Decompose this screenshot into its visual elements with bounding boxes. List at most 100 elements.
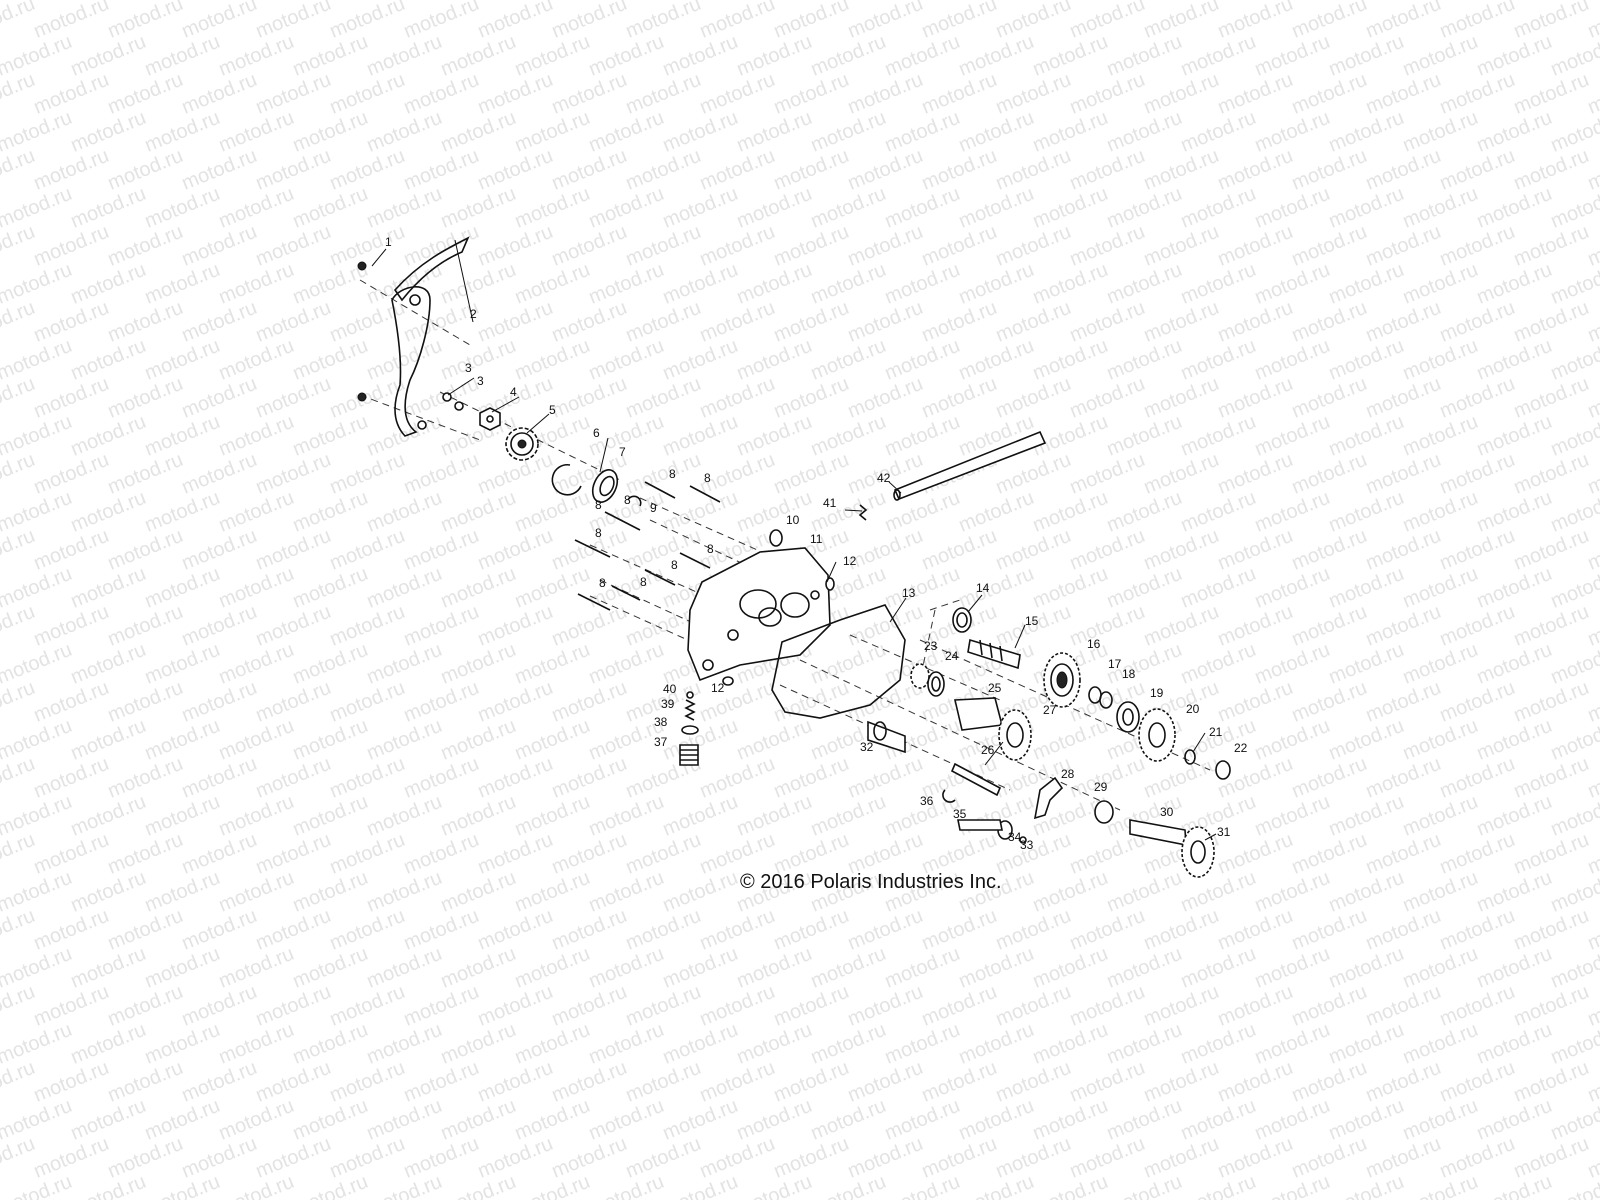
callout-6: 6 <box>593 426 600 440</box>
assembly-line <box>639 497 781 561</box>
leader-line <box>1204 833 1217 841</box>
assembly-line <box>799 659 1121 811</box>
callout-23: 23 <box>924 639 938 653</box>
callout-29: 29 <box>1094 780 1108 794</box>
leader-line <box>599 437 609 473</box>
callout-10: 10 <box>786 513 800 527</box>
callout-24: 24 <box>945 649 959 663</box>
callout-27: 27 <box>1043 703 1057 717</box>
assembly-line <box>589 544 761 621</box>
ring-part-18 <box>1099 691 1113 709</box>
shift-rod-part-42 <box>893 430 1047 501</box>
seal-part-7 <box>591 469 619 503</box>
leader-line <box>371 248 387 267</box>
callout-8: 8 <box>624 493 631 507</box>
callout-8: 8 <box>595 498 602 512</box>
leader-line <box>844 509 863 512</box>
callout-7: 7 <box>619 445 626 459</box>
dowel-part-10 <box>769 529 783 547</box>
callout-39: 39 <box>661 697 675 711</box>
callout-16: 16 <box>1087 637 1101 651</box>
callout-8: 8 <box>707 542 714 556</box>
snap-ring-part-6 <box>551 463 582 496</box>
callout-5: 5 <box>549 403 556 417</box>
rod-part-26 <box>950 762 1002 797</box>
callout-17: 17 <box>1108 657 1122 671</box>
bearing-part-29 <box>1094 800 1114 824</box>
callout-3: 3 <box>477 374 484 388</box>
case-housing-part-11 <box>687 547 831 682</box>
callout-31: 31 <box>1217 825 1231 839</box>
leader-line <box>888 481 902 494</box>
callout-25: 25 <box>988 681 1002 695</box>
callout-15: 15 <box>1025 614 1039 628</box>
ball-part-33 <box>1019 836 1027 844</box>
callout-2: 2 <box>470 307 477 321</box>
detent-assembly-part-37-40 <box>679 691 699 766</box>
callout-33: 33 <box>1020 838 1034 852</box>
callout-26: 26 <box>981 743 995 757</box>
callout-20: 20 <box>1186 702 1200 716</box>
callout-3: 3 <box>465 361 472 375</box>
gear-part-31 <box>1181 826 1215 878</box>
bolt-part-3 <box>442 392 464 411</box>
callout-9: 9 <box>650 501 657 515</box>
bolt-part-8 <box>574 481 721 611</box>
leader-line <box>984 741 1004 766</box>
callout-8: 8 <box>595 526 602 540</box>
shaft-part-25 <box>954 697 1004 731</box>
callout-18: 18 <box>1122 667 1136 681</box>
callout-8: 8 <box>599 576 606 590</box>
assembly-line <box>929 599 961 611</box>
shift-drum-part-32 <box>867 720 906 754</box>
callout-22: 22 <box>1234 741 1248 755</box>
ring-part-21 <box>1184 749 1196 765</box>
gear-part-20 <box>1138 708 1176 762</box>
leader-line <box>447 377 475 396</box>
callout-37: 37 <box>654 735 668 749</box>
callout-12: 12 <box>711 681 725 695</box>
sleeve-part-19 <box>1116 701 1140 733</box>
callout-11: 11 <box>810 532 823 546</box>
leader-line <box>1192 732 1206 753</box>
callout-labels: 1 2 3 3 4 5 6 7 8 8 8 8 8 8 8 8 8 9 10 1… <box>385 235 1248 852</box>
callout-13: 13 <box>902 586 916 600</box>
leader-line <box>889 597 907 623</box>
leader-line <box>967 594 983 613</box>
callout-8: 8 <box>669 467 676 481</box>
callout-28: 28 <box>1061 767 1075 781</box>
leader-line <box>826 561 837 583</box>
gear-part-27 <box>998 709 1032 761</box>
nut-part-4 <box>479 407 501 431</box>
callout-21: 21 <box>1209 725 1223 739</box>
bushing-part-22 <box>1215 760 1231 780</box>
bearing-part-14 <box>952 607 972 633</box>
copyright-notice: © 2016 Polaris Industries Inc. <box>740 871 1002 893</box>
shaft-part-15 <box>967 638 1021 670</box>
sprocket-part-5 <box>505 427 539 461</box>
leader-line <box>526 413 550 434</box>
dowel-pin-part-12 <box>722 577 835 686</box>
callout-36: 36 <box>920 794 934 808</box>
parts-artwork <box>357 236 1231 878</box>
gasket-part-13 <box>771 604 906 719</box>
callout-40: 40 <box>663 682 677 696</box>
callout-4: 4 <box>510 385 517 399</box>
gear-part-16 <box>1043 652 1081 708</box>
leader-line <box>1014 624 1026 649</box>
callout-8: 8 <box>640 575 647 589</box>
shift-fork-part-28 <box>1033 776 1064 820</box>
callout-34: 34 <box>1008 830 1022 844</box>
callout-1: 1 <box>385 235 392 249</box>
leader-line <box>491 396 520 413</box>
callout-14: 14 <box>976 581 990 595</box>
chain-guard-part-2 <box>391 236 470 437</box>
seal-part-24 <box>927 671 945 697</box>
callout-19: 19 <box>1150 686 1164 700</box>
callout-35: 35 <box>953 807 967 821</box>
callout-12: 12 <box>843 554 857 568</box>
bearing-part-23 <box>910 663 930 689</box>
clip-part-9 <box>627 495 642 507</box>
assembly-line <box>359 279 471 346</box>
